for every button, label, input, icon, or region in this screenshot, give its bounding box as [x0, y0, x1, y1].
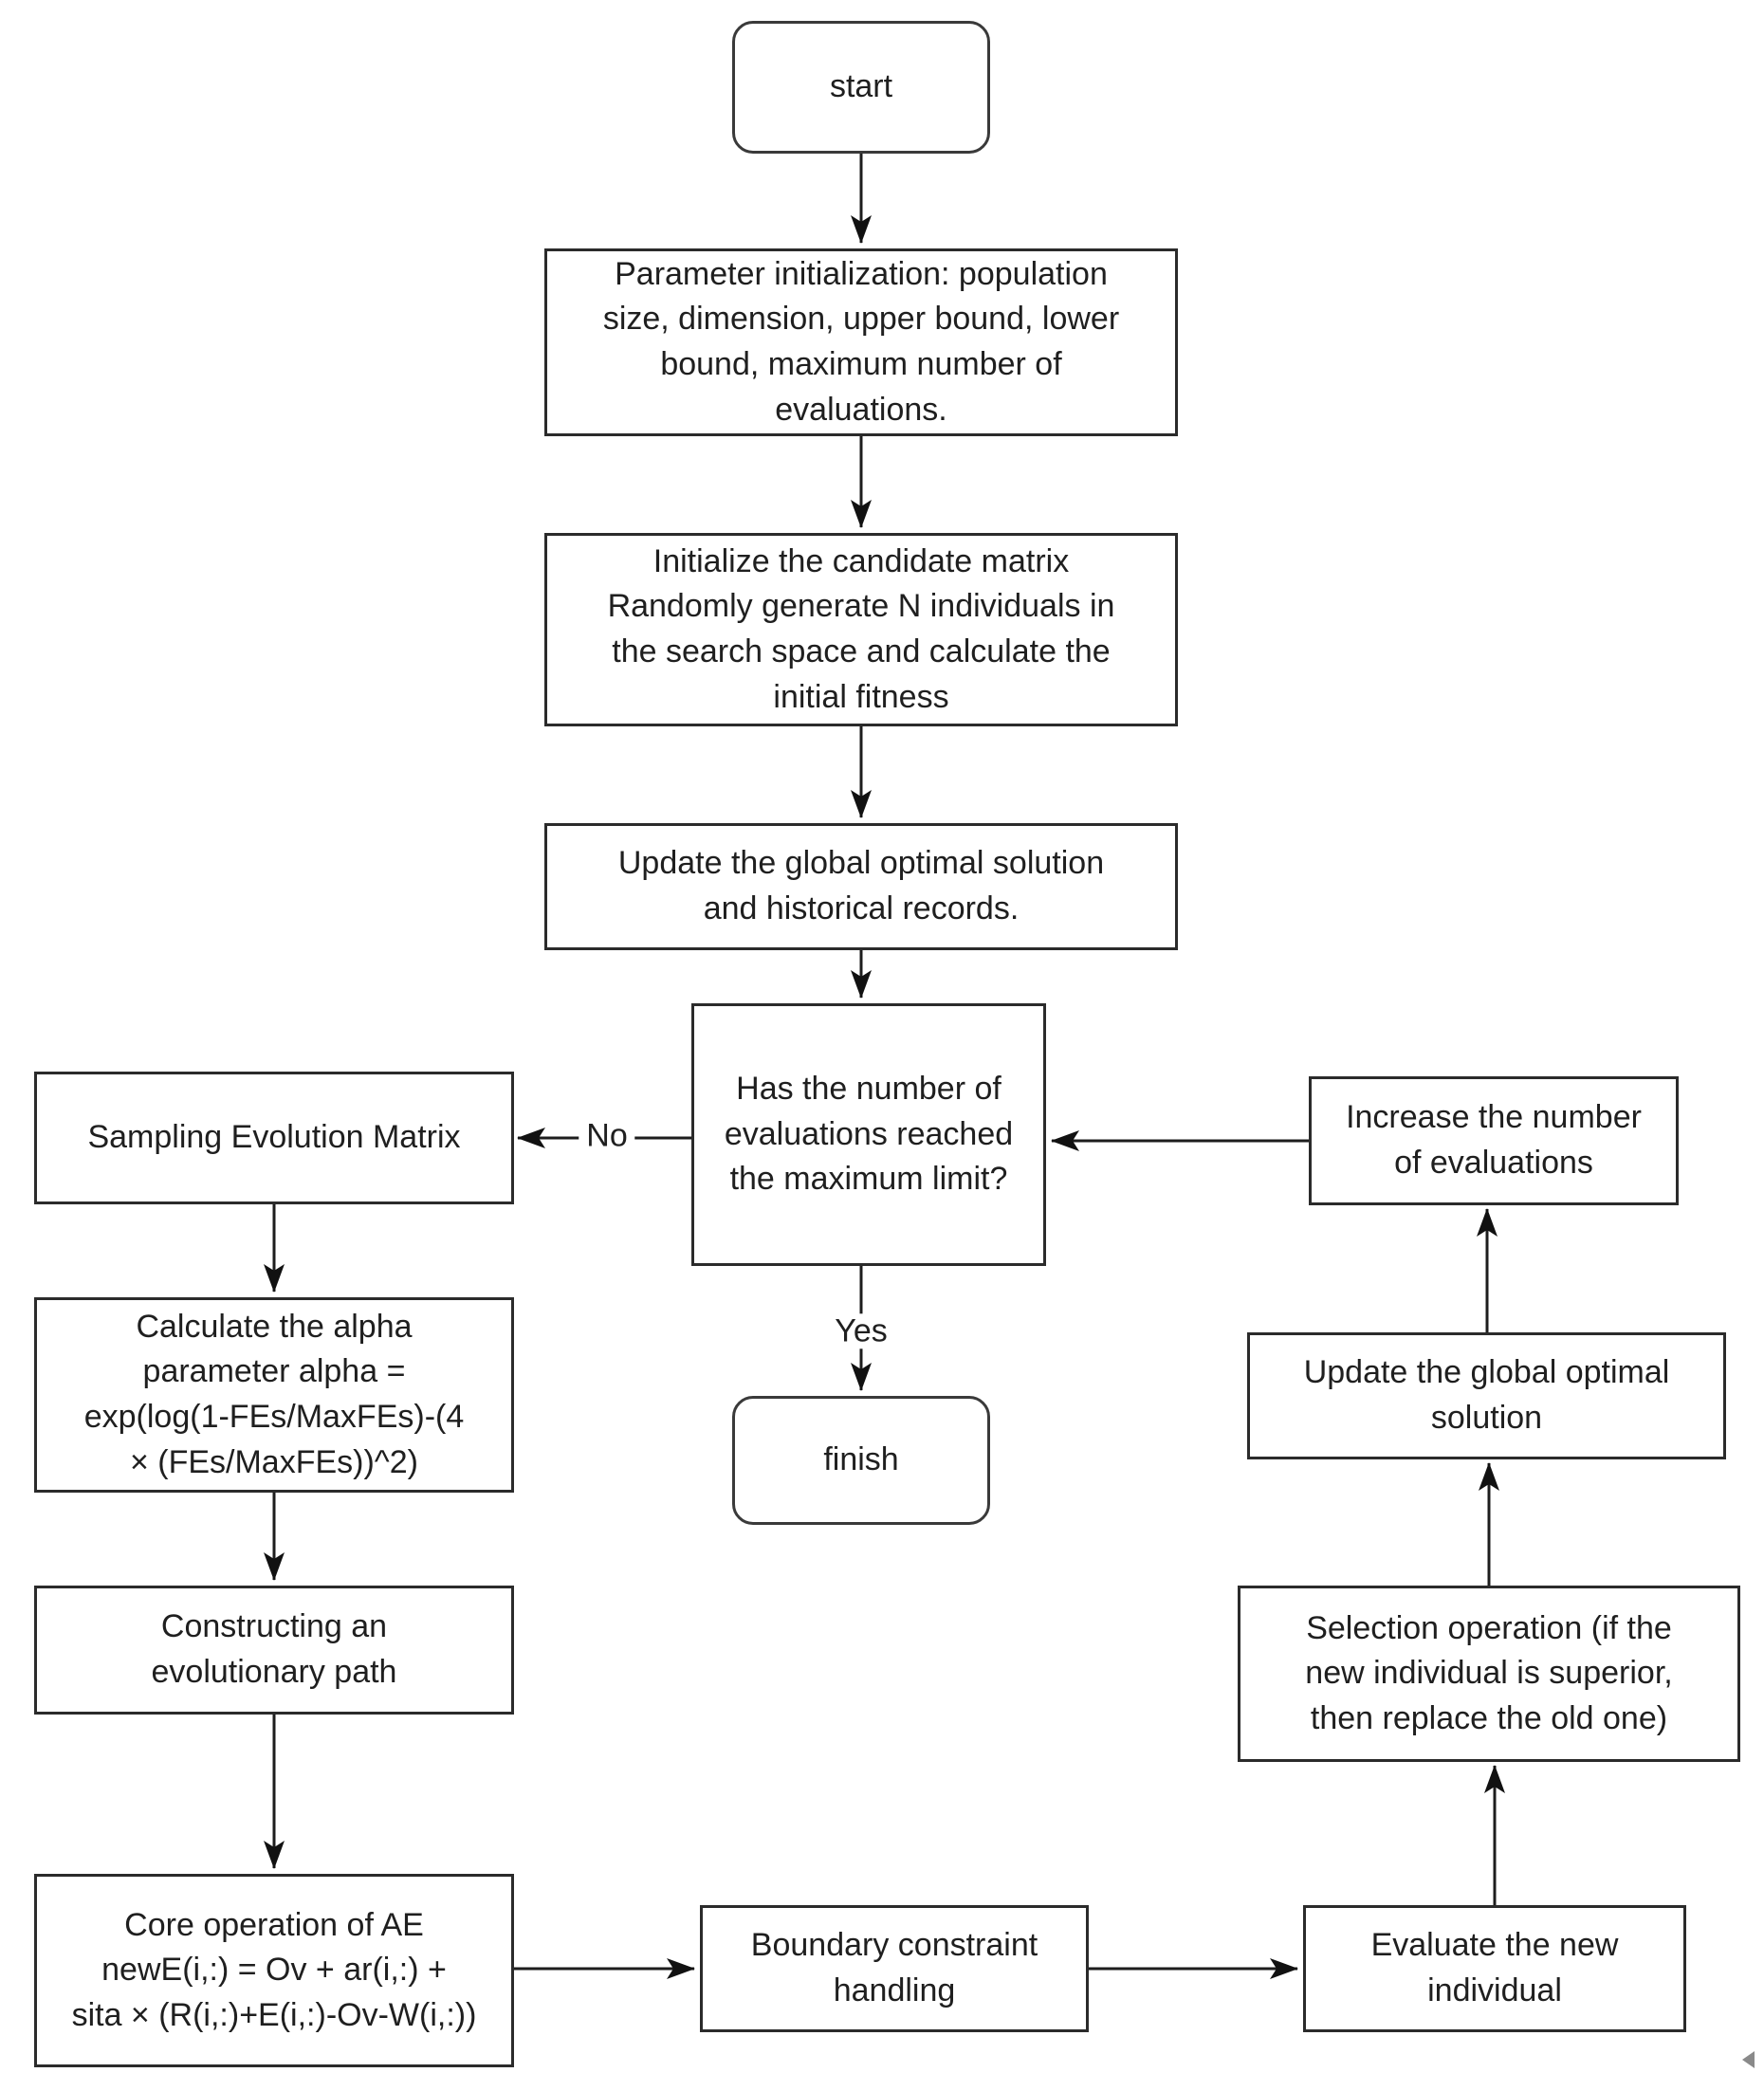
node-evaluation-limit-decision: Has the number of evaluations reached th… [691, 1003, 1046, 1266]
node-update-records: Update the global optimal solution and h… [544, 823, 1178, 950]
edge-label-no: No [579, 1117, 635, 1154]
node-finish: finish [732, 1396, 990, 1525]
node-sampling-evolution-matrix: Sampling Evolution Matrix [34, 1072, 514, 1204]
node-update-global-optimal-label: Update the global optimal solution [1303, 1354, 1670, 1436]
node-increase-evaluations-label: Increase the number of evaluations [1346, 1099, 1642, 1181]
node-parameter-initialization-label: Parameter initialization: population siz… [602, 255, 1120, 428]
node-update-records-label: Update the global optimal solution and h… [617, 845, 1105, 926]
node-core-operation-ae-label: Core operation of AE newE(i,:) = Ov + ar… [71, 1906, 477, 2033]
node-evaluate-new-individual: Evaluate the new individual [1303, 1905, 1686, 2032]
node-sampling-evolution-matrix-label: Sampling Evolution Matrix [87, 1119, 461, 1156]
node-core-operation-ae: Core operation of AE newE(i,:) = Ov + ar… [34, 1874, 514, 2067]
node-parameter-initialization: Parameter initialization: population siz… [544, 248, 1178, 436]
node-boundary-constraint-handling: Boundary constraint handling [700, 1905, 1089, 2032]
node-initialize-candidate-matrix-label: Initialize the candidate matrix Randomly… [607, 542, 1115, 715]
node-selection-operation-label: Selection operation (if the new individu… [1305, 1609, 1673, 1736]
node-finish-label: finish [823, 1441, 899, 1478]
node-calculate-alpha-label: Calculate the alpha parameter alpha = ex… [83, 1308, 465, 1480]
node-increase-evaluations: Increase the number of evaluations [1309, 1076, 1679, 1205]
node-constructing-evolutionary-path: Constructing an evolutionary path [34, 1586, 514, 1715]
node-initialize-candidate-matrix: Initialize the candidate matrix Randomly… [544, 533, 1178, 726]
node-start-label: start [829, 68, 893, 105]
node-update-global-optimal: Update the global optimal solution [1247, 1332, 1726, 1459]
cursor-artifact [1742, 2051, 1755, 2068]
node-selection-operation: Selection operation (if the new individu… [1238, 1586, 1740, 1762]
edge-label-yes: Yes [827, 1312, 895, 1349]
node-evaluation-limit-decision-label: Has the number of evaluations reached th… [724, 1071, 1014, 1198]
node-start: start [732, 21, 990, 154]
node-boundary-constraint-handling-label: Boundary constraint handling [750, 1927, 1038, 2008]
node-calculate-alpha: Calculate the alpha parameter alpha = ex… [34, 1297, 514, 1493]
node-constructing-evolutionary-path-label: Constructing an evolutionary path [151, 1608, 397, 1690]
node-evaluate-new-individual-label: Evaluate the new individual [1370, 1927, 1619, 2008]
